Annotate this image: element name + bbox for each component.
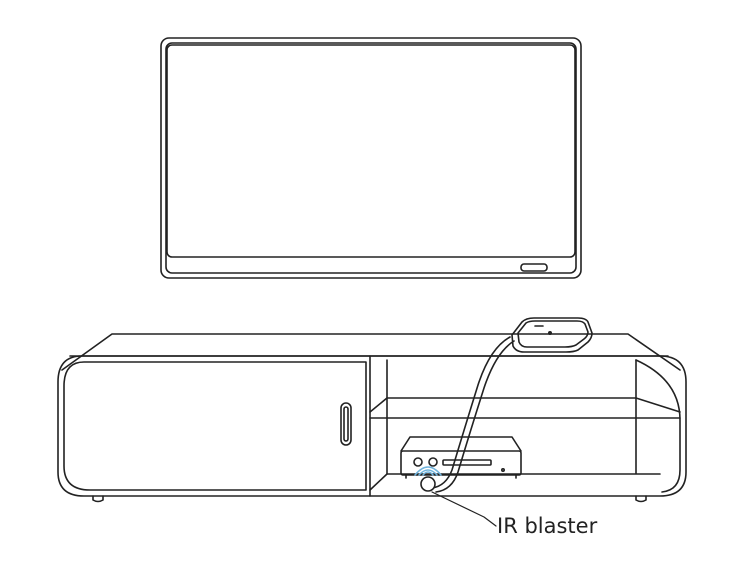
stand-top-surface (61, 333, 681, 371)
tv-outer-frame (160, 37, 582, 279)
box-feet (405, 474, 517, 479)
box-front (400, 450, 522, 476)
box-led (500, 467, 505, 472)
box-disc-slot (442, 459, 492, 466)
tv-inner-bezel (165, 42, 577, 274)
hub-indicator (547, 330, 552, 335)
stand-foot-right (635, 495, 647, 503)
ir-blaster-icon (414, 466, 442, 492)
smart-hub-icon (511, 317, 593, 353)
stand-shelf-right-side (635, 359, 681, 493)
ir-blaster-leader-line (431, 491, 497, 527)
ir-signal-waves (414, 466, 442, 476)
box-top (400, 436, 522, 452)
ir-blaster-cable-outer (435, 340, 515, 493)
set-top-box-icon (400, 436, 522, 479)
stand-middle-shelf (369, 397, 681, 413)
tv-screen (166, 44, 576, 258)
stand-door-handle-inner (343, 406, 349, 442)
stand-door-handle (340, 402, 352, 446)
stand-foot-left (92, 495, 104, 503)
tv-logo-badge (520, 263, 548, 272)
ir-blaster-cable (431, 336, 511, 489)
hub-body (511, 317, 593, 353)
stand-body-outline (57, 355, 687, 497)
ir-blaster-label: IR blaster (497, 514, 598, 538)
tv-icon (160, 37, 582, 279)
stand-bottom-shelf-edge (369, 473, 388, 491)
stand-shelf-back (386, 359, 661, 475)
box-button-right (428, 457, 438, 467)
stand-door (63, 361, 367, 491)
box-button-left (413, 457, 423, 467)
tv-stand-icon (57, 333, 687, 503)
hub-top-face (517, 320, 589, 348)
ir-blaster-body (420, 476, 436, 492)
